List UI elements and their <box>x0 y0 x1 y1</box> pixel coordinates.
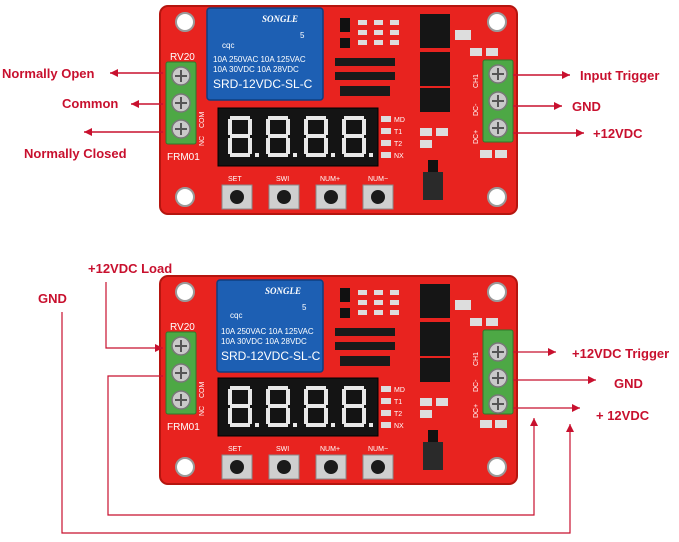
silk-t2-bottom: T2 <box>394 411 402 418</box>
button-numplus-bottom <box>315 454 347 480</box>
button-numminus-bottom <box>362 454 394 480</box>
relay-model-text: SRD-12VDC-SL-C <box>221 349 321 363</box>
silk-rv20-bottom: RV20 <box>170 322 195 333</box>
silk-frm01-top: FRM01 <box>167 152 200 163</box>
button-swi-top <box>268 184 300 210</box>
label-gnd-right: GND <box>614 376 643 391</box>
label-12vdc-load: +12VDC Load <box>88 261 172 276</box>
silk-swi-bottom: SWI <box>276 446 289 453</box>
label-common: Common <box>62 96 118 111</box>
seven-segment-display-top <box>217 107 379 167</box>
button-set-top <box>221 184 253 210</box>
silk-numminus-top: NUM− <box>368 176 388 183</box>
relay-rating-2: 10A 30VDC 10A 28VDC <box>221 337 307 346</box>
silk-numplus-top: NUM+ <box>320 176 340 183</box>
label-input-trigger: Input Trigger <box>580 68 659 83</box>
relay-rating-2: 10A 30VDC 10A 28VDC <box>213 65 299 74</box>
button-numplus-top <box>315 184 347 210</box>
label-normally-closed: Normally Closed <box>24 146 127 161</box>
silk-com-bottom: COM <box>199 382 206 399</box>
silk-t1-top: T1 <box>394 129 402 136</box>
silk-numminus-bottom: NUM− <box>368 446 388 453</box>
silk-dcp-top: DC+ <box>473 130 480 144</box>
terminal-block-right-top <box>482 59 514 143</box>
silk-nc-bottom: NC <box>199 406 206 416</box>
label-12vdc-top: +12VDC <box>593 126 643 141</box>
relay-ul-text: 5 <box>302 303 307 312</box>
silk-t1-bottom: T1 <box>394 399 402 406</box>
seven-segment-display-bottom <box>217 377 379 437</box>
relay-bottom: SONGLE cqc 5 10A 250VAC 10A 125VAC 10A 3… <box>216 279 324 373</box>
label-normally-open: Normally Open <box>2 66 95 81</box>
relay-model-text: SRD-12VDC-SL-C <box>213 77 313 91</box>
silk-set-top: SET <box>228 176 242 183</box>
silk-frm01-bottom: FRM01 <box>167 422 200 433</box>
silk-ch1-top: CH1 <box>473 74 480 88</box>
silk-com-top: COM <box>199 112 206 129</box>
silk-t2-top: T2 <box>394 141 402 148</box>
terminal-block-left-bottom <box>165 331 197 415</box>
relay-cert-text: cqc <box>222 41 234 50</box>
relay-board-bottom: SONGLE cqc 5 10A 250VAC 10A 125VAC 10A 3… <box>159 275 518 485</box>
silk-nc-top: NC <box>199 136 206 146</box>
button-swi-bottom <box>268 454 300 480</box>
terminal-block-right-bottom <box>482 329 514 415</box>
silk-set-bottom: SET <box>228 446 242 453</box>
relay-rating-1: 10A 250VAC 10A 125VAC <box>221 327 314 336</box>
silk-rv20-top: RV20 <box>170 52 195 63</box>
relay-brand-text: SONGLE <box>262 14 298 24</box>
silk-nx-top: NX <box>394 153 404 160</box>
relay-ul-text: 5 <box>300 31 305 40</box>
label-12vdc-trigger: +12VDC Trigger <box>572 346 669 361</box>
label-gnd-top: GND <box>572 99 601 114</box>
button-numminus-top <box>362 184 394 210</box>
silk-swi-top: SWI <box>276 176 289 183</box>
silk-dcp-bottom: DC+ <box>473 404 480 418</box>
terminal-block-left-top <box>165 61 197 145</box>
label-gnd-left: GND <box>38 291 67 306</box>
relay-top: SONGLE cqc 5 10A 250VAC 10A 125VAC 10A 3… <box>206 7 324 101</box>
wiring-lines <box>61 282 596 534</box>
relay-rating-1: 10A 250VAC 10A 125VAC <box>213 55 306 64</box>
relay-cert-text: cqc <box>230 311 242 320</box>
label-12vdc-right: + 12VDC <box>596 408 650 423</box>
relay-brand-text: SONGLE <box>265 286 301 296</box>
silk-md-top: MD <box>394 117 405 124</box>
silk-numplus-bottom: NUM+ <box>320 446 340 453</box>
silk-dcm-bottom: DC- <box>473 379 480 392</box>
relay-board-top: SONGLE cqc 5 10A 250VAC 10A 125VAC 10A 3… <box>159 5 518 215</box>
button-set-bottom <box>221 454 253 480</box>
silk-md-bottom: MD <box>394 387 405 394</box>
silk-dcm-top: DC- <box>473 103 480 116</box>
silk-ch1-bottom: CH1 <box>473 352 480 366</box>
silk-nx-bottom: NX <box>394 423 404 430</box>
